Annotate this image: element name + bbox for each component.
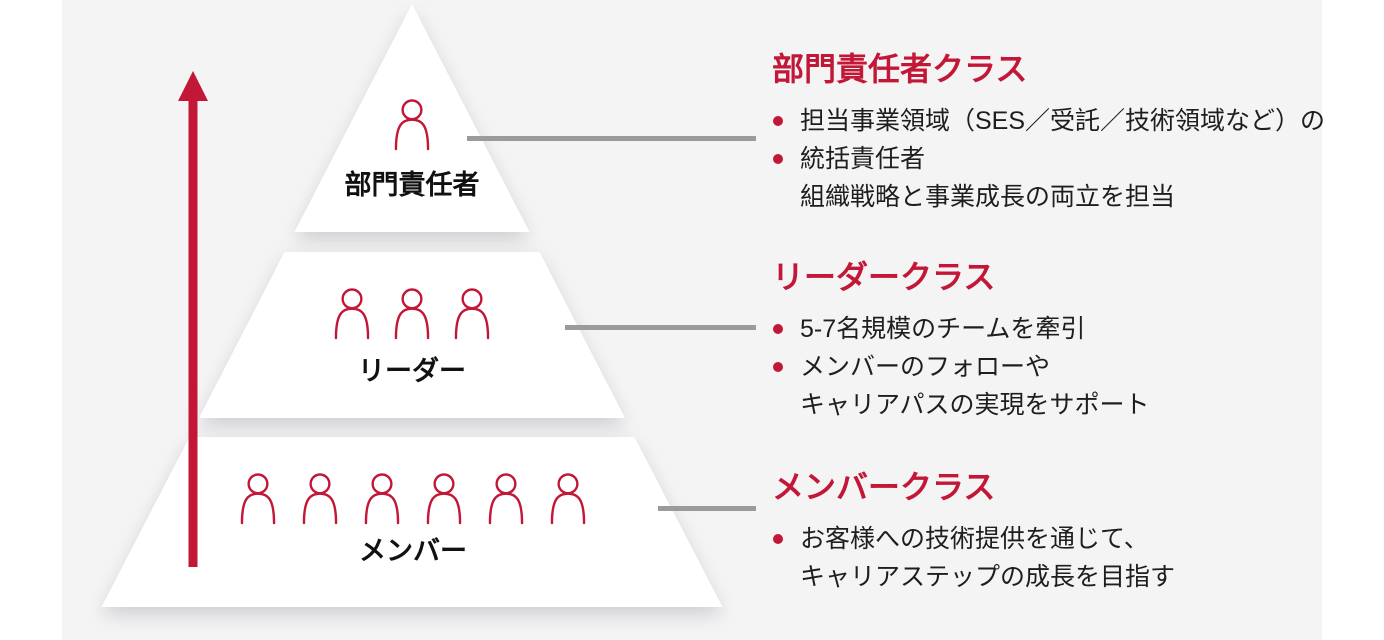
section-manager-class: 部門責任者クラス 担当事業領域（SES／受託／技術領域など）の統括責任者組織戦略… bbox=[772, 48, 1352, 216]
description-item: キャリアステップの成長を目指す bbox=[772, 558, 1352, 596]
icon-row-bottom bbox=[238, 473, 589, 525]
description-item: 5-7名規模のチームを牽引 bbox=[772, 310, 1352, 348]
icon-row-middle bbox=[332, 288, 493, 340]
section-item-list: 担当事業領域（SES／受託／技術領域など）の統括責任者組織戦略と事業成長の両立を… bbox=[772, 102, 1352, 216]
bullet-dot-icon bbox=[773, 116, 783, 126]
section-member-class: メンバークラス お客様への技術提供を通じて、キャリアステップの成長を目指す bbox=[772, 466, 1352, 596]
section-leader-class: リーダークラス 5-7名規模のチームを牽引メンバーのフォローやキャリアパスの実現… bbox=[772, 256, 1352, 424]
description-item: 組織戦略と事業成長の両立を担当 bbox=[772, 178, 1352, 216]
description-text: 担当事業領域（SES／受託／技術領域など）の bbox=[800, 107, 1326, 135]
description-item: 統括責任者 bbox=[772, 140, 1352, 178]
person-icon bbox=[302, 473, 338, 525]
description-item: メンバーのフォローや bbox=[772, 348, 1352, 386]
person-icon bbox=[488, 473, 524, 525]
pyramid-tier-top-shape bbox=[294, 4, 530, 232]
description-item: 担当事業領域（SES／受託／技術領域など）の bbox=[772, 102, 1352, 140]
description-text: メンバーのフォローや bbox=[800, 353, 1051, 381]
person-icon bbox=[426, 473, 462, 525]
person-icon bbox=[394, 99, 430, 151]
person-icon bbox=[364, 473, 400, 525]
person-icon bbox=[394, 288, 430, 340]
section-item-list: 5-7名規模のチームを牽引メンバーのフォローやキャリアパスの実現をサポート bbox=[772, 310, 1352, 424]
tier-label-middle: リーダー bbox=[358, 356, 466, 386]
tier-label-bottom: メンバー bbox=[359, 536, 467, 566]
description-text: 組織戦略と事業成長の両立を担当 bbox=[800, 183, 1176, 211]
icon-row-top bbox=[392, 99, 433, 151]
description-text: キャリアパスの実現をサポート bbox=[800, 391, 1150, 419]
bullet-dot-icon bbox=[773, 534, 783, 544]
description-item: お客様への技術提供を通じて、 bbox=[772, 520, 1352, 558]
person-icon bbox=[334, 288, 370, 340]
description-text: キャリアステップの成長を目指す bbox=[800, 563, 1176, 591]
pyramid-tier-middle-shape bbox=[199, 252, 625, 418]
upward-arrow-icon bbox=[178, 71, 208, 567]
section-title: メンバークラス bbox=[772, 469, 996, 505]
bullet-dot-icon bbox=[773, 324, 783, 334]
pyramid-tier-bottom-shape bbox=[101, 437, 723, 607]
section-title: リーダークラス bbox=[772, 259, 996, 295]
section-item-list: お客様への技術提供を通じて、キャリアステップの成長を目指す bbox=[772, 520, 1352, 596]
description-text: 統括責任者 bbox=[800, 145, 926, 173]
bullet-dot-icon bbox=[773, 154, 783, 164]
person-icon bbox=[550, 473, 586, 525]
description-text: 5-7名規模のチームを牽引 bbox=[800, 315, 1086, 343]
person-icon bbox=[240, 473, 276, 525]
bullet-dot-icon bbox=[773, 362, 783, 372]
person-icon bbox=[454, 288, 490, 340]
description-item: キャリアパスの実現をサポート bbox=[772, 386, 1352, 424]
tier-label-top: 部門責任者 bbox=[344, 170, 480, 200]
description-text: お客様への技術提供を通じて、 bbox=[800, 525, 1149, 553]
section-title: 部門責任者クラス bbox=[772, 51, 1028, 87]
